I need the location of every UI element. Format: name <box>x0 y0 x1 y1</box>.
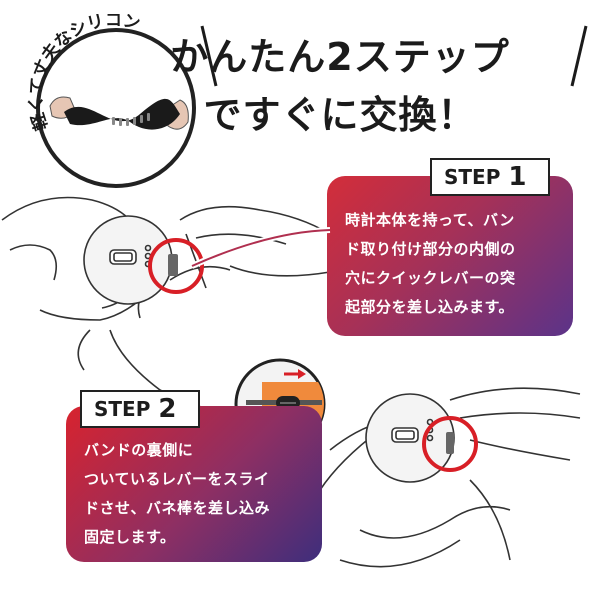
silicone-band-illustration <box>36 28 196 188</box>
step1-badge-number: 1 <box>508 162 527 192</box>
step2-badge-number: 2 <box>158 394 177 424</box>
step2-instruction: バンドの裏側に ついているレバーをスライ ドさせ、バネ棒を差し込み 固定します。 <box>84 441 271 546</box>
silicone-band-badge: 軽くて丈夫なシリコン <box>20 14 200 190</box>
slash-left-decoration <box>200 25 218 87</box>
headline-line-2: ですぐに交換！ <box>203 93 477 137</box>
step1-badge: STEP 1 <box>430 158 550 196</box>
slash-right-decoration <box>570 25 588 87</box>
step2-badge-label: STEP <box>94 397 151 421</box>
step2-badge: STEP 2 <box>80 390 200 428</box>
step2-illustration <box>319 387 581 568</box>
headline-line-1: かんたん2ステップ <box>170 35 510 79</box>
step1-instruction: 時計本体を持って、バン ド取り付け部分の内側の 穴にクイックレバーの突 起部分を… <box>345 211 516 316</box>
step1-card: 時計本体を持って、バン ド取り付け部分の内側の 穴にクイックレバーの突 起部分を… <box>327 176 573 336</box>
step1-badge-label: STEP <box>444 165 501 189</box>
step2-card: バンドの裏側に ついているレバーをスライ ドさせ、バネ棒を差し込み 固定します。 <box>66 406 322 562</box>
step1-connector <box>190 227 331 269</box>
step1-illustration <box>1 196 331 407</box>
